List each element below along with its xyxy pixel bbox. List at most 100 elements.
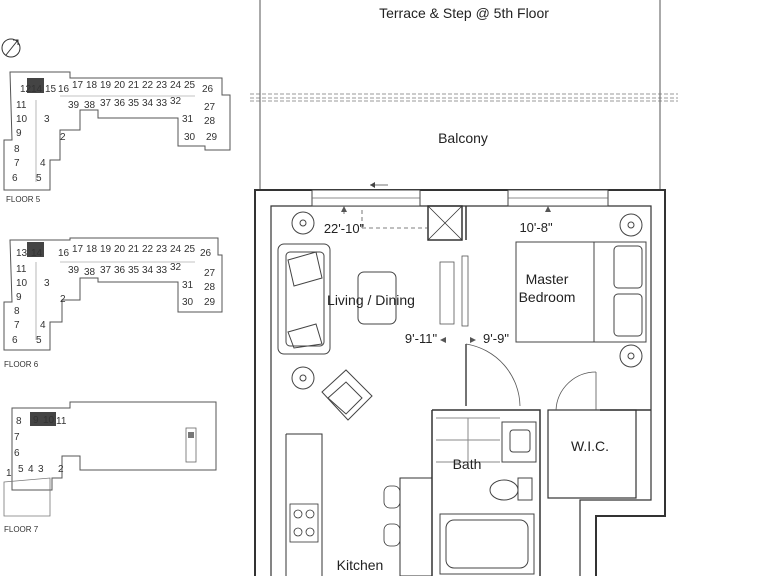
unit-27: 27 — [204, 268, 216, 279]
unit-16: 16 — [58, 84, 70, 95]
unit-5: 5 — [36, 335, 42, 346]
unit-6: 6 — [12, 335, 18, 346]
bedroom-furniture — [515, 213, 647, 368]
unit-33: 33 — [156, 98, 168, 109]
terrace-label: Terrace & Step @ 5th Floor — [379, 5, 549, 21]
dim-living-depth: 9'-11" — [405, 331, 438, 346]
unit-7: 7 — [14, 320, 20, 331]
unit-5: 5 — [18, 464, 24, 475]
unit-11: 11 — [16, 264, 27, 275]
unit-29: 29 — [206, 132, 218, 143]
unit-6: 6 — [14, 448, 20, 459]
unit-18: 18 — [86, 244, 98, 255]
unit-28: 28 — [204, 116, 216, 127]
keyplan-floor6-label: FLOOR 6 — [4, 360, 39, 369]
unit-4: 4 — [40, 320, 46, 331]
unit-35: 35 — [128, 98, 140, 109]
unit-33: 33 — [156, 265, 168, 276]
unit-3: 3 — [44, 278, 50, 289]
unit-38: 38 — [84, 267, 96, 278]
keyplan-floor5-label: FLOOR 5 — [6, 195, 41, 204]
dim-living-width: 22'-10" — [324, 221, 365, 236]
unit-32: 32 — [170, 96, 182, 107]
unit-9: 9 — [16, 128, 22, 139]
unit-25: 25 — [184, 244, 196, 255]
dimension-lines — [341, 206, 551, 343]
unit-16: 16 — [58, 248, 70, 259]
keyplan-floor6: 13 14 16 17 18 19 20 21 22 23 24 25 26 3… — [3, 237, 223, 369]
unit-28: 28 — [204, 282, 216, 293]
unit-15: 15 — [45, 84, 57, 95]
unit-21: 21 — [128, 80, 140, 91]
unit-10: 10 — [43, 415, 55, 426]
unit-23: 23 — [156, 244, 168, 255]
unit-10: 10 — [16, 114, 28, 125]
unit-23: 23 — [156, 80, 168, 91]
unit-25: 25 — [184, 80, 196, 91]
unit-4: 4 — [28, 464, 34, 475]
unit-30: 30 — [184, 132, 196, 143]
unit-12: 12 — [20, 84, 32, 95]
unit-3: 3 — [44, 114, 50, 125]
keyplan-floor7-label: FLOOR 7 — [4, 525, 39, 534]
unit-37: 37 — [100, 265, 112, 276]
unit-27: 27 — [204, 102, 216, 113]
unit-14: 14 — [31, 84, 43, 95]
unit-1: 1 — [6, 468, 12, 479]
unit-35: 35 — [128, 265, 140, 276]
unit-38: 38 — [84, 100, 96, 111]
unit-22: 22 — [142, 80, 154, 91]
unit-24: 24 — [170, 244, 182, 255]
unit-36: 36 — [114, 98, 126, 109]
unit-8: 8 — [14, 306, 20, 317]
unit-19: 19 — [100, 244, 112, 255]
highlighted-unit — [27, 78, 44, 93]
unit-9: 9 — [16, 292, 22, 303]
unit-10: 10 — [16, 278, 28, 289]
unit-5: 5 — [36, 173, 42, 184]
unit-2: 2 — [60, 132, 66, 143]
unit-26: 26 — [200, 248, 212, 259]
unit-31: 31 — [182, 280, 194, 291]
highlighted-unit — [27, 242, 44, 257]
keyplan-floor7: 9 10 11 8 7 6 5 4 3 2 1 FLOOR 7 — [3, 401, 217, 534]
unit-26: 26 — [202, 84, 214, 95]
unit-3: 3 — [38, 464, 44, 475]
unit-11: 11 — [56, 416, 67, 427]
unit-11: 11 — [16, 100, 27, 111]
unit-walls — [254, 182, 666, 576]
bath-label: Bath — [453, 456, 482, 472]
keyplan-floor5: 12 14 15 16 17 18 19 20 21 22 23 24 25 3… — [3, 71, 231, 204]
unit-37: 37 — [100, 98, 112, 109]
bedroom-label-line2: Bedroom — [519, 289, 576, 305]
unit-9: 9 — [33, 415, 39, 426]
unit-29: 29 — [204, 297, 216, 308]
unit-31: 31 — [182, 114, 194, 125]
highlighted-unit — [30, 412, 56, 426]
unit-17: 17 — [72, 244, 84, 255]
unit-21: 21 — [128, 244, 140, 255]
unit-14: 14 — [31, 248, 43, 259]
doors — [439, 255, 597, 411]
unit-34: 34 — [142, 98, 154, 109]
unit-2: 2 — [58, 464, 64, 475]
unit-20: 20 — [114, 244, 126, 255]
living-dining-label: Living / Dining — [327, 292, 415, 308]
unit-34: 34 — [142, 265, 154, 276]
unit-39: 39 — [68, 265, 80, 276]
dim-bedroom-depth: 9'-9" — [483, 331, 509, 346]
unit-2: 2 — [60, 294, 66, 305]
unit-4: 4 — [40, 158, 46, 169]
dim-bedroom-width: 10'-8" — [519, 220, 553, 235]
unit-7: 7 — [14, 158, 20, 169]
unit-19: 19 — [100, 80, 112, 91]
unit-36: 36 — [114, 265, 126, 276]
unit-17: 17 — [72, 80, 84, 91]
living-furniture — [277, 211, 397, 421]
unit-6: 6 — [12, 173, 18, 184]
unit-8: 8 — [16, 416, 22, 427]
unit-7: 7 — [14, 432, 20, 443]
unit-24: 24 — [170, 80, 182, 91]
kitchen-label: Kitchen — [337, 557, 384, 573]
